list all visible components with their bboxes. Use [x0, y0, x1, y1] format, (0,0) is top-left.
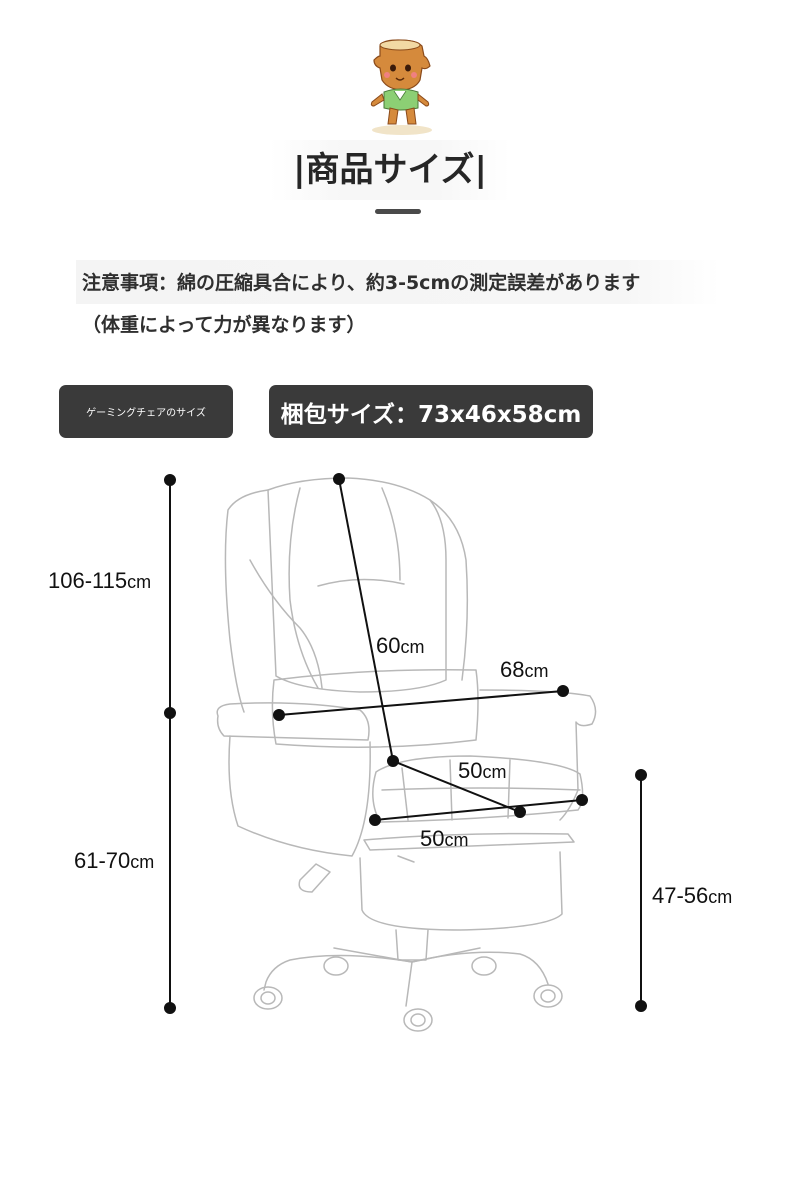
backrest-height-line: [338, 478, 394, 762]
dim-point: [635, 769, 647, 781]
total-height-label: 106-115cm: [48, 568, 151, 593]
page-title: |商品サイズ|: [270, 140, 510, 200]
mascot-icon: [360, 36, 440, 136]
title-underline: [375, 209, 421, 214]
armrest-height-label: 61-70cm: [74, 848, 154, 873]
dim-point: [557, 685, 569, 697]
seat-depth-label: 50cm: [458, 758, 506, 783]
backrest-height-label: 60cm: [376, 633, 424, 658]
package-size-tag: 梱包サイズ：73x46x58cm: [269, 385, 593, 438]
dim-point: [164, 707, 176, 719]
dim-point: [576, 794, 588, 806]
seat-width-line: [374, 799, 583, 821]
dim-point: [514, 806, 526, 818]
notice-line-1: 注意事項：綿の圧縮具合により、約3-5cmの測定誤差があります: [82, 272, 641, 294]
dim-point: [635, 1000, 647, 1012]
armrest-width-line: [278, 690, 564, 716]
seat-depth-line: [392, 760, 521, 813]
chair-outline: [216, 477, 597, 1032]
measurement-notice: 注意事項：綿の圧縮具合により、約3-5cmの測定誤差があります （体重によって力…: [76, 260, 720, 346]
armrest-width-label: 68cm: [500, 657, 548, 682]
dim-point: [164, 1002, 176, 1014]
dim-point: [333, 473, 345, 485]
dim-point: [369, 814, 381, 826]
seat-width-label: 50cm: [420, 826, 468, 851]
notice-line-2: （体重によって力が異なります）: [82, 314, 366, 336]
dim-point: [273, 709, 285, 721]
dimension-lines: [164, 473, 647, 1014]
seat-height-label: 47-56cm: [652, 883, 732, 908]
dim-point: [164, 474, 176, 486]
chair-size-tag: ゲーミングチェアのサイズ: [59, 385, 233, 438]
notice-background: [76, 260, 720, 304]
